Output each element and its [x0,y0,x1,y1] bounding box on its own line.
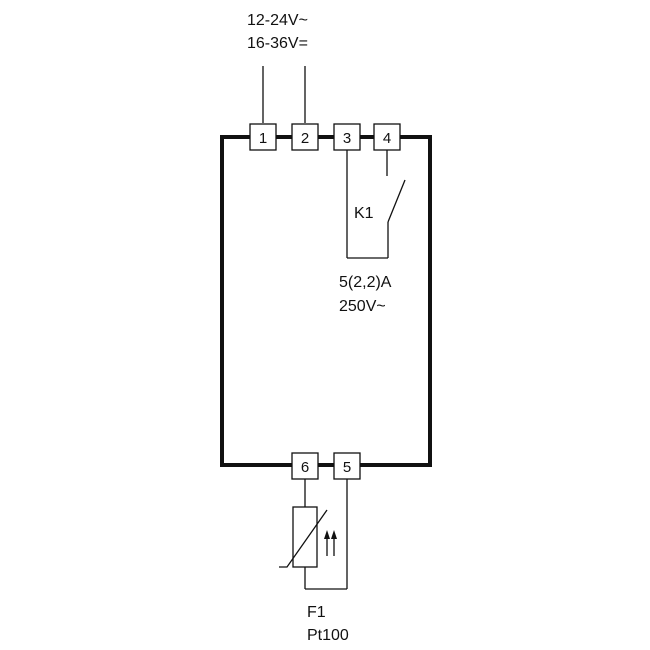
terminal-3: 3 [333,123,361,151]
relay-voltage-rating-label: 250V~ [339,298,386,315]
terminal-4-label: 4 [383,130,391,147]
terminal-2: 2 [291,123,319,151]
terminal-6-label: 6 [301,459,309,476]
terminal-5: 5 [333,452,361,480]
terminal-1: 1 [249,123,277,151]
supply-ac-voltage-label: 12-24V~ [247,12,308,29]
sensor-type-label: Pt100 [307,627,349,644]
terminal-3-label: 3 [343,130,351,147]
relay-contact [346,150,406,259]
temperature-arrows-icon [324,530,337,556]
supply-dc-voltage-label: 16-36V= [247,35,308,52]
terminal-2-label: 2 [301,130,309,147]
device-enclosure [220,135,432,467]
terminal-6: 6 [291,452,319,480]
terminal-5-label: 5 [343,459,351,476]
terminal-4: 4 [373,123,401,151]
pt100-sensor-symbol [279,506,328,568]
sensor-wiring [304,479,348,590]
sensor-name-label: F1 [307,604,326,621]
relay-current-rating-label: 5(2,2)A [339,274,392,291]
terminal-1-label: 1 [259,130,267,147]
relay-name-label: K1 [354,205,374,222]
